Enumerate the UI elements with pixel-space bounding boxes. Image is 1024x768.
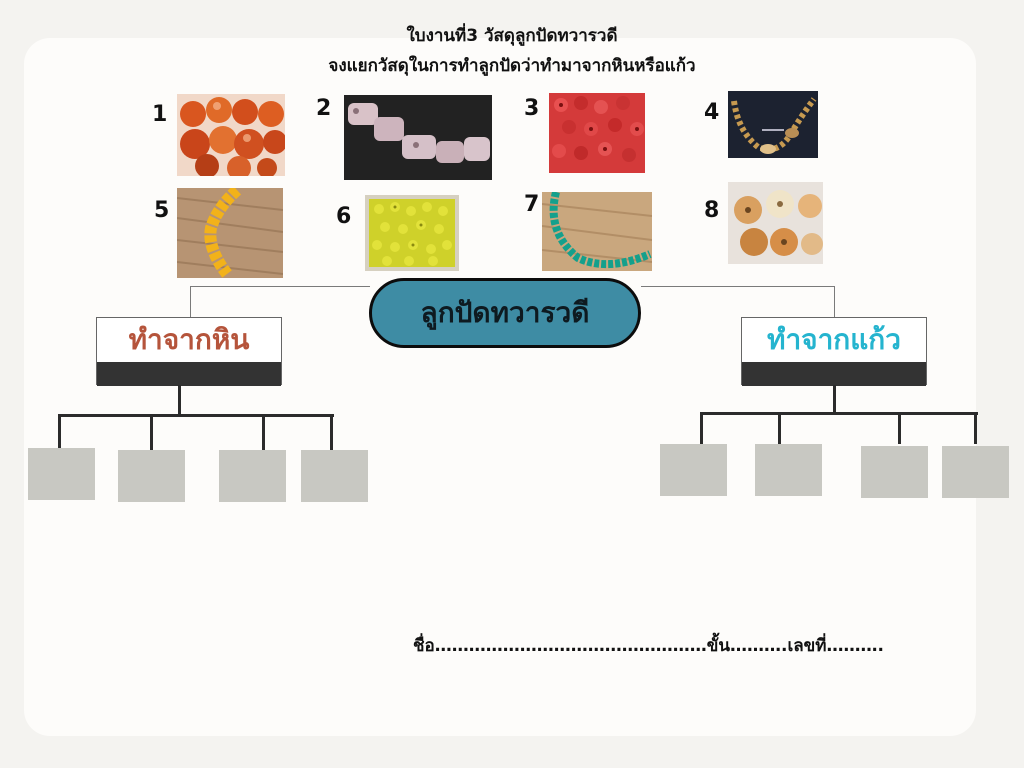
glass-answer-slot-4[interactable] — [942, 446, 1009, 498]
bead-number-7: 7 — [524, 192, 540, 217]
category-stone-bar — [97, 362, 281, 386]
glass-answer-slot-2[interactable] — [755, 444, 822, 496]
bead-number-6: 6 — [336, 204, 352, 229]
bead-photo-5-yellow-glass — [177, 188, 283, 278]
glass-answer-slot-1[interactable] — [660, 444, 727, 496]
category-stone-label: ทำจากหิน — [97, 318, 281, 362]
glass-answer-slot-3[interactable] — [861, 446, 928, 498]
stone-answer-slot-4[interactable] — [301, 450, 368, 502]
bead-photo-7-green-glass — [542, 192, 652, 271]
category-glass-label: ทำจากแก้ว — [742, 318, 926, 362]
stone-answer-slot-1[interactable] — [28, 448, 95, 500]
bead-photo-4-agate-necklace — [728, 91, 818, 158]
bead-number-4: 4 — [704, 100, 720, 125]
student-info-line: ชื่อ…………………………………………ขั้น……….เลขที่………. — [413, 636, 884, 656]
bead-number-2: 2 — [316, 96, 332, 121]
bead-number-8: 8 — [704, 198, 720, 223]
category-stone: ทำจากหิน — [96, 317, 282, 386]
bead-number-3: 3 — [524, 96, 540, 121]
bead-photo-2-quartz — [344, 95, 492, 180]
stone-answer-slot-3[interactable] — [219, 450, 286, 502]
bead-photo-3-red-glass — [549, 93, 645, 173]
bead-photo-6-yellow-green-glass — [365, 195, 459, 271]
category-glass: ทำจากแก้ว — [741, 317, 927, 386]
stone-answer-slot-2[interactable] — [118, 450, 185, 502]
bead-photo-8-agate — [728, 182, 823, 264]
worksheet-title: ใบงานที่3 วัสดุลูกปัดทวารวดี — [406, 26, 618, 46]
category-glass-bar — [742, 362, 926, 386]
bead-photo-1-carnelian — [177, 94, 285, 176]
center-topic: ลูกปัดทวารวดี — [369, 278, 641, 348]
worksheet-instruction: จงแยกวัสดุในการทำลูกปัดว่าทำมาจากหินหรือ… — [328, 56, 696, 76]
bead-number-1: 1 — [152, 102, 168, 127]
bead-number-5: 5 — [154, 198, 170, 223]
